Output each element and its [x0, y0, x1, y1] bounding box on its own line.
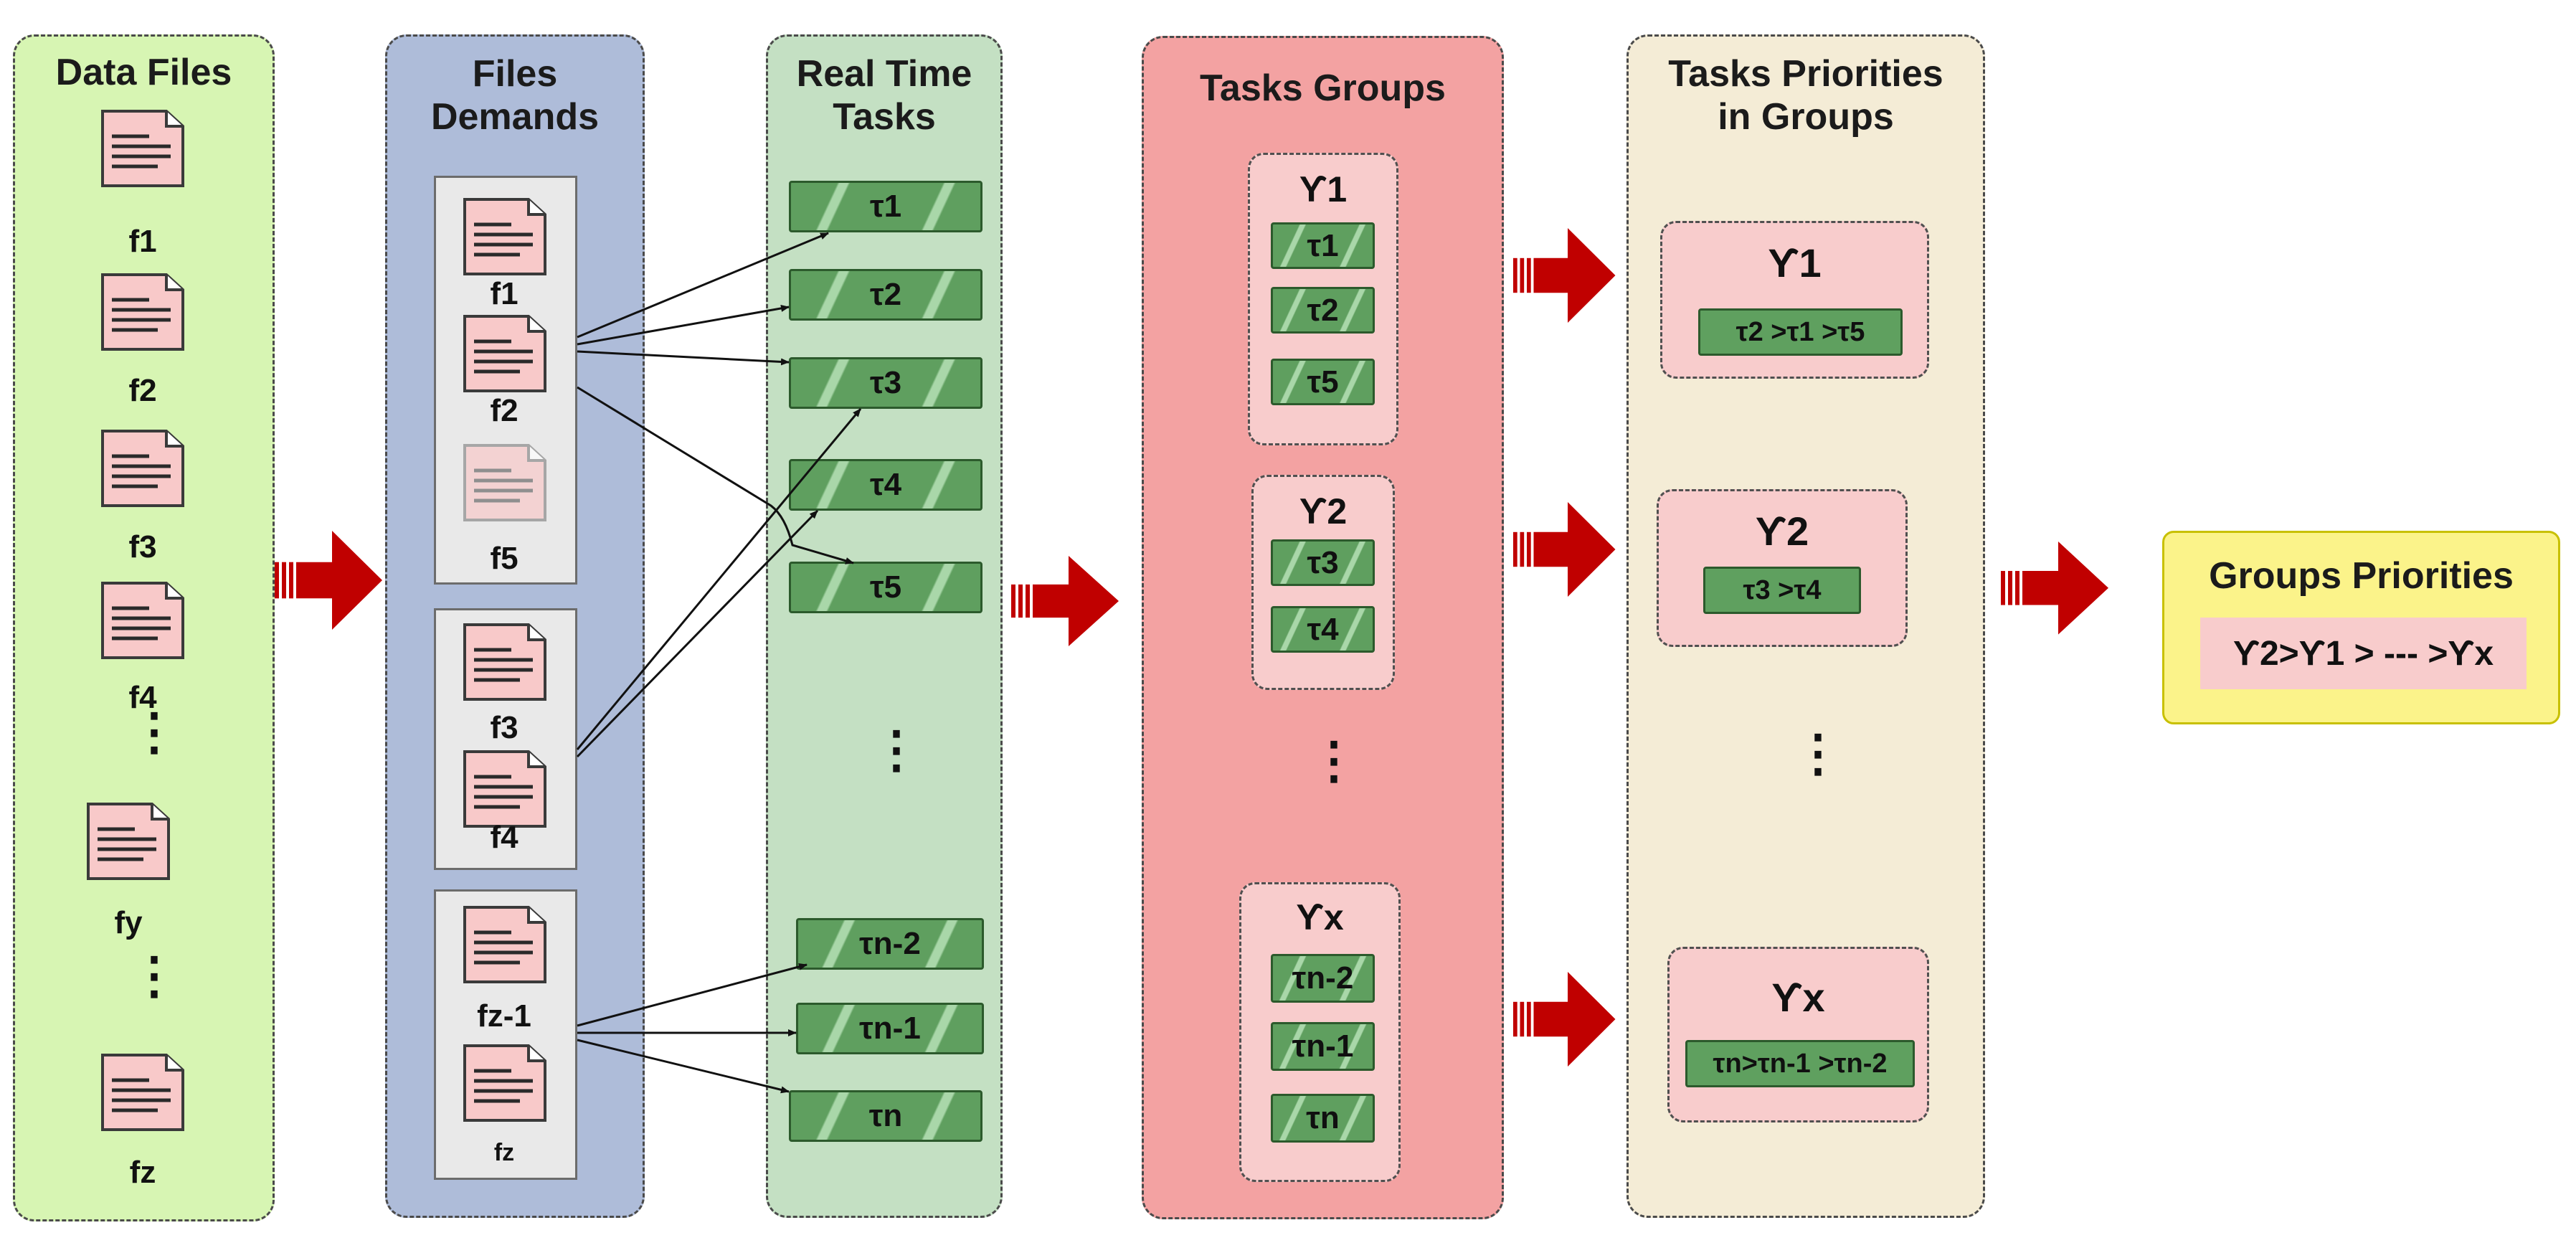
block-arrow-icon: [1513, 502, 1616, 597]
block-arrow-icon: [1513, 228, 1616, 323]
connector: [577, 304, 790, 346]
data-file-label: f4: [128, 680, 157, 715]
connector: [577, 963, 808, 1027]
task-bar: τ5: [789, 562, 982, 613]
demand-file-label: f4: [490, 820, 518, 855]
demand-file-label: fz-1: [477, 998, 531, 1034]
connector: [576, 509, 819, 758]
task-bar: τ1: [789, 181, 982, 232]
document-icon: [101, 430, 184, 507]
group-task-bar: τn-1: [1271, 1022, 1375, 1071]
data-file-label: f1: [128, 224, 157, 259]
demand-file-label: f2: [490, 393, 518, 428]
connector: [577, 232, 829, 339]
priority-group-card: ϒx: [1667, 947, 1929, 1122]
block-arrow-icon: [275, 531, 382, 630]
document-icon: [463, 750, 546, 828]
demand-file-label: fz: [493, 1139, 515, 1166]
connector: [577, 386, 854, 564]
group-name: ϒx: [1771, 975, 1825, 1020]
block-arrow-icon: [1011, 556, 1119, 646]
block-arrow-icon: [2001, 542, 2108, 635]
demand-file-label: f1: [490, 276, 518, 311]
document-icon: [101, 582, 184, 659]
demand-file-label: f5: [490, 541, 518, 576]
connector: [577, 350, 790, 366]
connector: [576, 408, 862, 750]
document-icon: [87, 803, 170, 880]
group-task-bar: τn: [1271, 1094, 1375, 1143]
group-name: ϒ1: [1299, 169, 1348, 209]
document-icon: [463, 198, 546, 275]
groups-priorities-panel: Groups Priorities ϒ2>ϒ1 > --- >ϒx: [2162, 531, 2560, 724]
group-task-bar: τ4: [1271, 606, 1375, 653]
block-arrow-icon: [1513, 972, 1616, 1067]
group-name: ϒ2: [1299, 491, 1348, 531]
task-bar: τn-2: [796, 918, 984, 970]
group-task-bar: τ1: [1271, 222, 1375, 269]
task-bar: τn-1: [796, 1003, 984, 1054]
document-icon: [101, 1054, 184, 1131]
task-bar: τn: [789, 1090, 982, 1142]
data-file-label: f3: [128, 529, 157, 564]
task-bar: τ3: [789, 357, 982, 409]
data-file-label: fz: [129, 1155, 156, 1190]
document-icon: [463, 906, 546, 983]
data-file-label: f2: [128, 373, 157, 408]
priority-order-bar: τ2 >τ1 >τ5: [1698, 308, 1903, 356]
document-icon: [463, 1044, 546, 1122]
tasks-priorities-title: Tasks Priorities in Groups: [1668, 53, 1943, 138]
groups-priorities-order: ϒ2>ϒ1 > --- >ϒx: [2200, 618, 2527, 689]
data-files-title: Data Files: [55, 52, 232, 93]
groups-priorities-title: Groups Priorities: [2209, 555, 2514, 597]
data-file-label: fy: [114, 905, 143, 940]
document-icon: [463, 444, 546, 521]
document-icon: [463, 315, 546, 392]
files-demands-title: Files Demands: [430, 53, 600, 138]
task-bar: τ2: [789, 269, 982, 321]
document-icon: [101, 110, 184, 187]
priority-order-bar: τ3 >τ4: [1703, 567, 1861, 614]
group-task-bar: τ5: [1271, 359, 1375, 405]
priority-order-bar: τn>τn-1 >τn-2: [1685, 1040, 1915, 1087]
document-icon: [101, 273, 184, 351]
group-name: ϒx: [1296, 897, 1344, 937]
task-bar: τ4: [789, 459, 982, 511]
demand-file-label: f3: [490, 710, 518, 745]
tasks-groups-title: Tasks Groups: [1200, 67, 1446, 109]
group-name: ϒ1: [1768, 240, 1822, 285]
group-task-bar: τ3: [1271, 539, 1375, 586]
connector: [577, 1039, 790, 1094]
group-name: ϒ2: [1755, 509, 1809, 554]
group-task-bar: τn-2: [1271, 954, 1375, 1003]
real-time-tasks-title: Real Time Tasks: [796, 53, 972, 138]
group-task-bar: τ2: [1271, 287, 1375, 334]
document-icon: [463, 623, 546, 701]
